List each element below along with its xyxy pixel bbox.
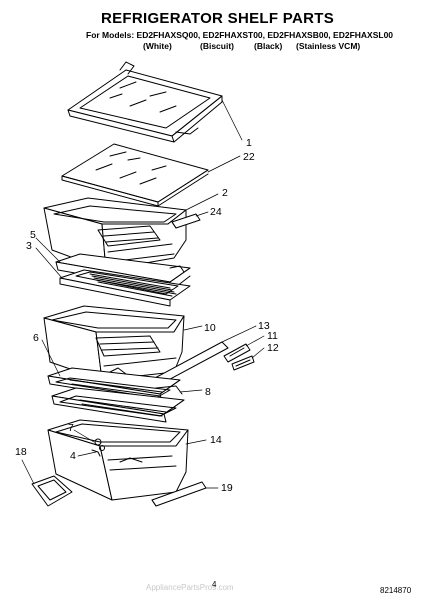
part-glass-panel [62,144,208,206]
callout-5: 5 [30,229,36,241]
part-crisper-pan-lower [44,306,184,380]
callout-14: 14 [210,434,222,446]
callout-2: 2 [222,187,228,199]
part-cover-18 [32,476,72,506]
part-glass-shelf-top [68,62,222,142]
callout-3: 3 [26,240,32,252]
color-white: (White) [143,41,172,51]
part-shelf-frame-upper [56,254,190,306]
part-shelf-frame-lower [48,368,184,422]
part-bottom-drawer [48,420,188,500]
page-number: 4 [212,580,217,589]
callout-12: 12 [267,342,279,354]
callout-13: 13 [258,320,270,332]
leader-lines [22,100,264,488]
callout-1: 1 [246,137,252,149]
callout-24: 24 [210,206,222,218]
callout-11: 11 [267,330,278,342]
color-stainless: (Stainless VCM) [296,41,361,51]
models-line: For Models: ED2FHAXSQ00, ED2FHAXST00, ED… [86,30,394,40]
callout-6: 6 [33,332,39,344]
page-title: REFRIGERATOR SHELF PARTS [100,10,335,27]
callout-7: 7 [68,422,74,434]
callout-8: 8 [205,386,211,398]
part-rail-24 [172,214,200,228]
watermark: AppliancePartsPros.com [146,583,234,592]
callout-4: 4 [70,450,76,462]
callout-10: 10 [204,322,216,334]
callout-22: 22 [243,151,255,163]
color-black: (Black) [254,41,283,51]
part-fasteners [92,439,105,456]
color-biscuit: (Biscuit) [200,41,234,51]
callout-18: 18 [15,446,27,458]
part-crisper-pan-upper [44,198,186,270]
callout-19: 19 [221,482,233,494]
document-number: 8214870 [380,586,412,595]
